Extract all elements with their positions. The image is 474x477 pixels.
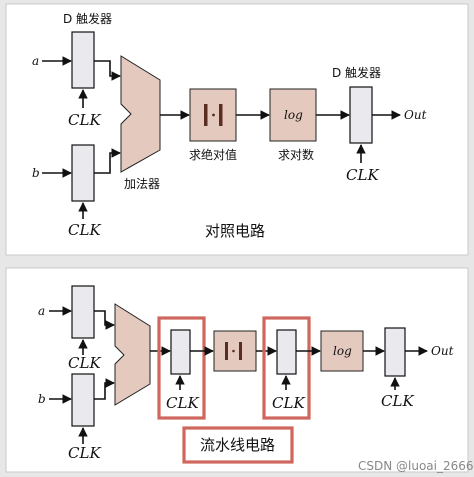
abs-dot bbox=[212, 113, 215, 117]
clk-label-a: CLK bbox=[68, 354, 101, 372]
clk-label-out: CLK bbox=[381, 392, 414, 410]
input-a-label: a bbox=[32, 54, 39, 68]
abs-bar-left bbox=[204, 104, 208, 126]
abs-bar-right bbox=[219, 104, 223, 126]
pipeline-register-1 bbox=[170, 329, 191, 375]
register-out bbox=[349, 86, 373, 144]
wire-a-to-adder bbox=[94, 310, 115, 330]
bottom-title-highlight bbox=[182, 426, 294, 464]
register-a bbox=[71, 31, 95, 89]
clk-label-b: CLK bbox=[68, 221, 101, 239]
pipeline-register-2 bbox=[276, 329, 297, 375]
output-label: Out bbox=[431, 344, 454, 358]
input-b-label: b bbox=[32, 166, 40, 180]
clk-label-pipe-1: CLK bbox=[166, 394, 199, 412]
input-b-label: b bbox=[38, 392, 46, 406]
register-a bbox=[71, 285, 95, 339]
abs-bar-right bbox=[239, 342, 242, 360]
pipeline-highlight-2 bbox=[262, 316, 311, 420]
pipeline-highlight-1 bbox=[157, 316, 206, 420]
top-title: 对照电路 bbox=[205, 222, 265, 240]
register-b bbox=[71, 373, 95, 427]
clk-label-b: CLK bbox=[68, 444, 101, 462]
register-out bbox=[384, 327, 406, 377]
bottom-title: 流水线电路 bbox=[200, 436, 275, 454]
adder-label: 加法器 bbox=[124, 177, 160, 191]
wire-a-to-adder bbox=[94, 60, 121, 81]
abs-dot bbox=[232, 349, 235, 353]
dff-label-left: D 触发器 bbox=[63, 11, 112, 26]
output-label: Out bbox=[404, 108, 427, 122]
abs-block bbox=[213, 330, 257, 372]
wire-b-to-adder bbox=[94, 378, 115, 400]
watermark: CSDN @luoai_2666 bbox=[358, 459, 474, 473]
adder-block bbox=[114, 303, 151, 406]
log-symbol: log bbox=[284, 108, 303, 122]
clk-label-a: CLK bbox=[68, 111, 101, 129]
log-symbol: log bbox=[333, 344, 352, 358]
log-block bbox=[320, 330, 364, 372]
clk-label-out: CLK bbox=[346, 166, 379, 184]
input-a-label: a bbox=[38, 304, 45, 318]
abs-bar-left bbox=[225, 342, 228, 360]
abs-label: 求绝对值 bbox=[189, 147, 237, 162]
dff-label-right: D 触发器 bbox=[332, 65, 381, 80]
clk-label-pipe-2: CLK bbox=[272, 394, 305, 412]
adder-block bbox=[120, 55, 161, 173]
wire-b-to-adder bbox=[94, 148, 121, 174]
register-b bbox=[71, 144, 95, 202]
log-label: 求对数 bbox=[278, 147, 314, 162]
